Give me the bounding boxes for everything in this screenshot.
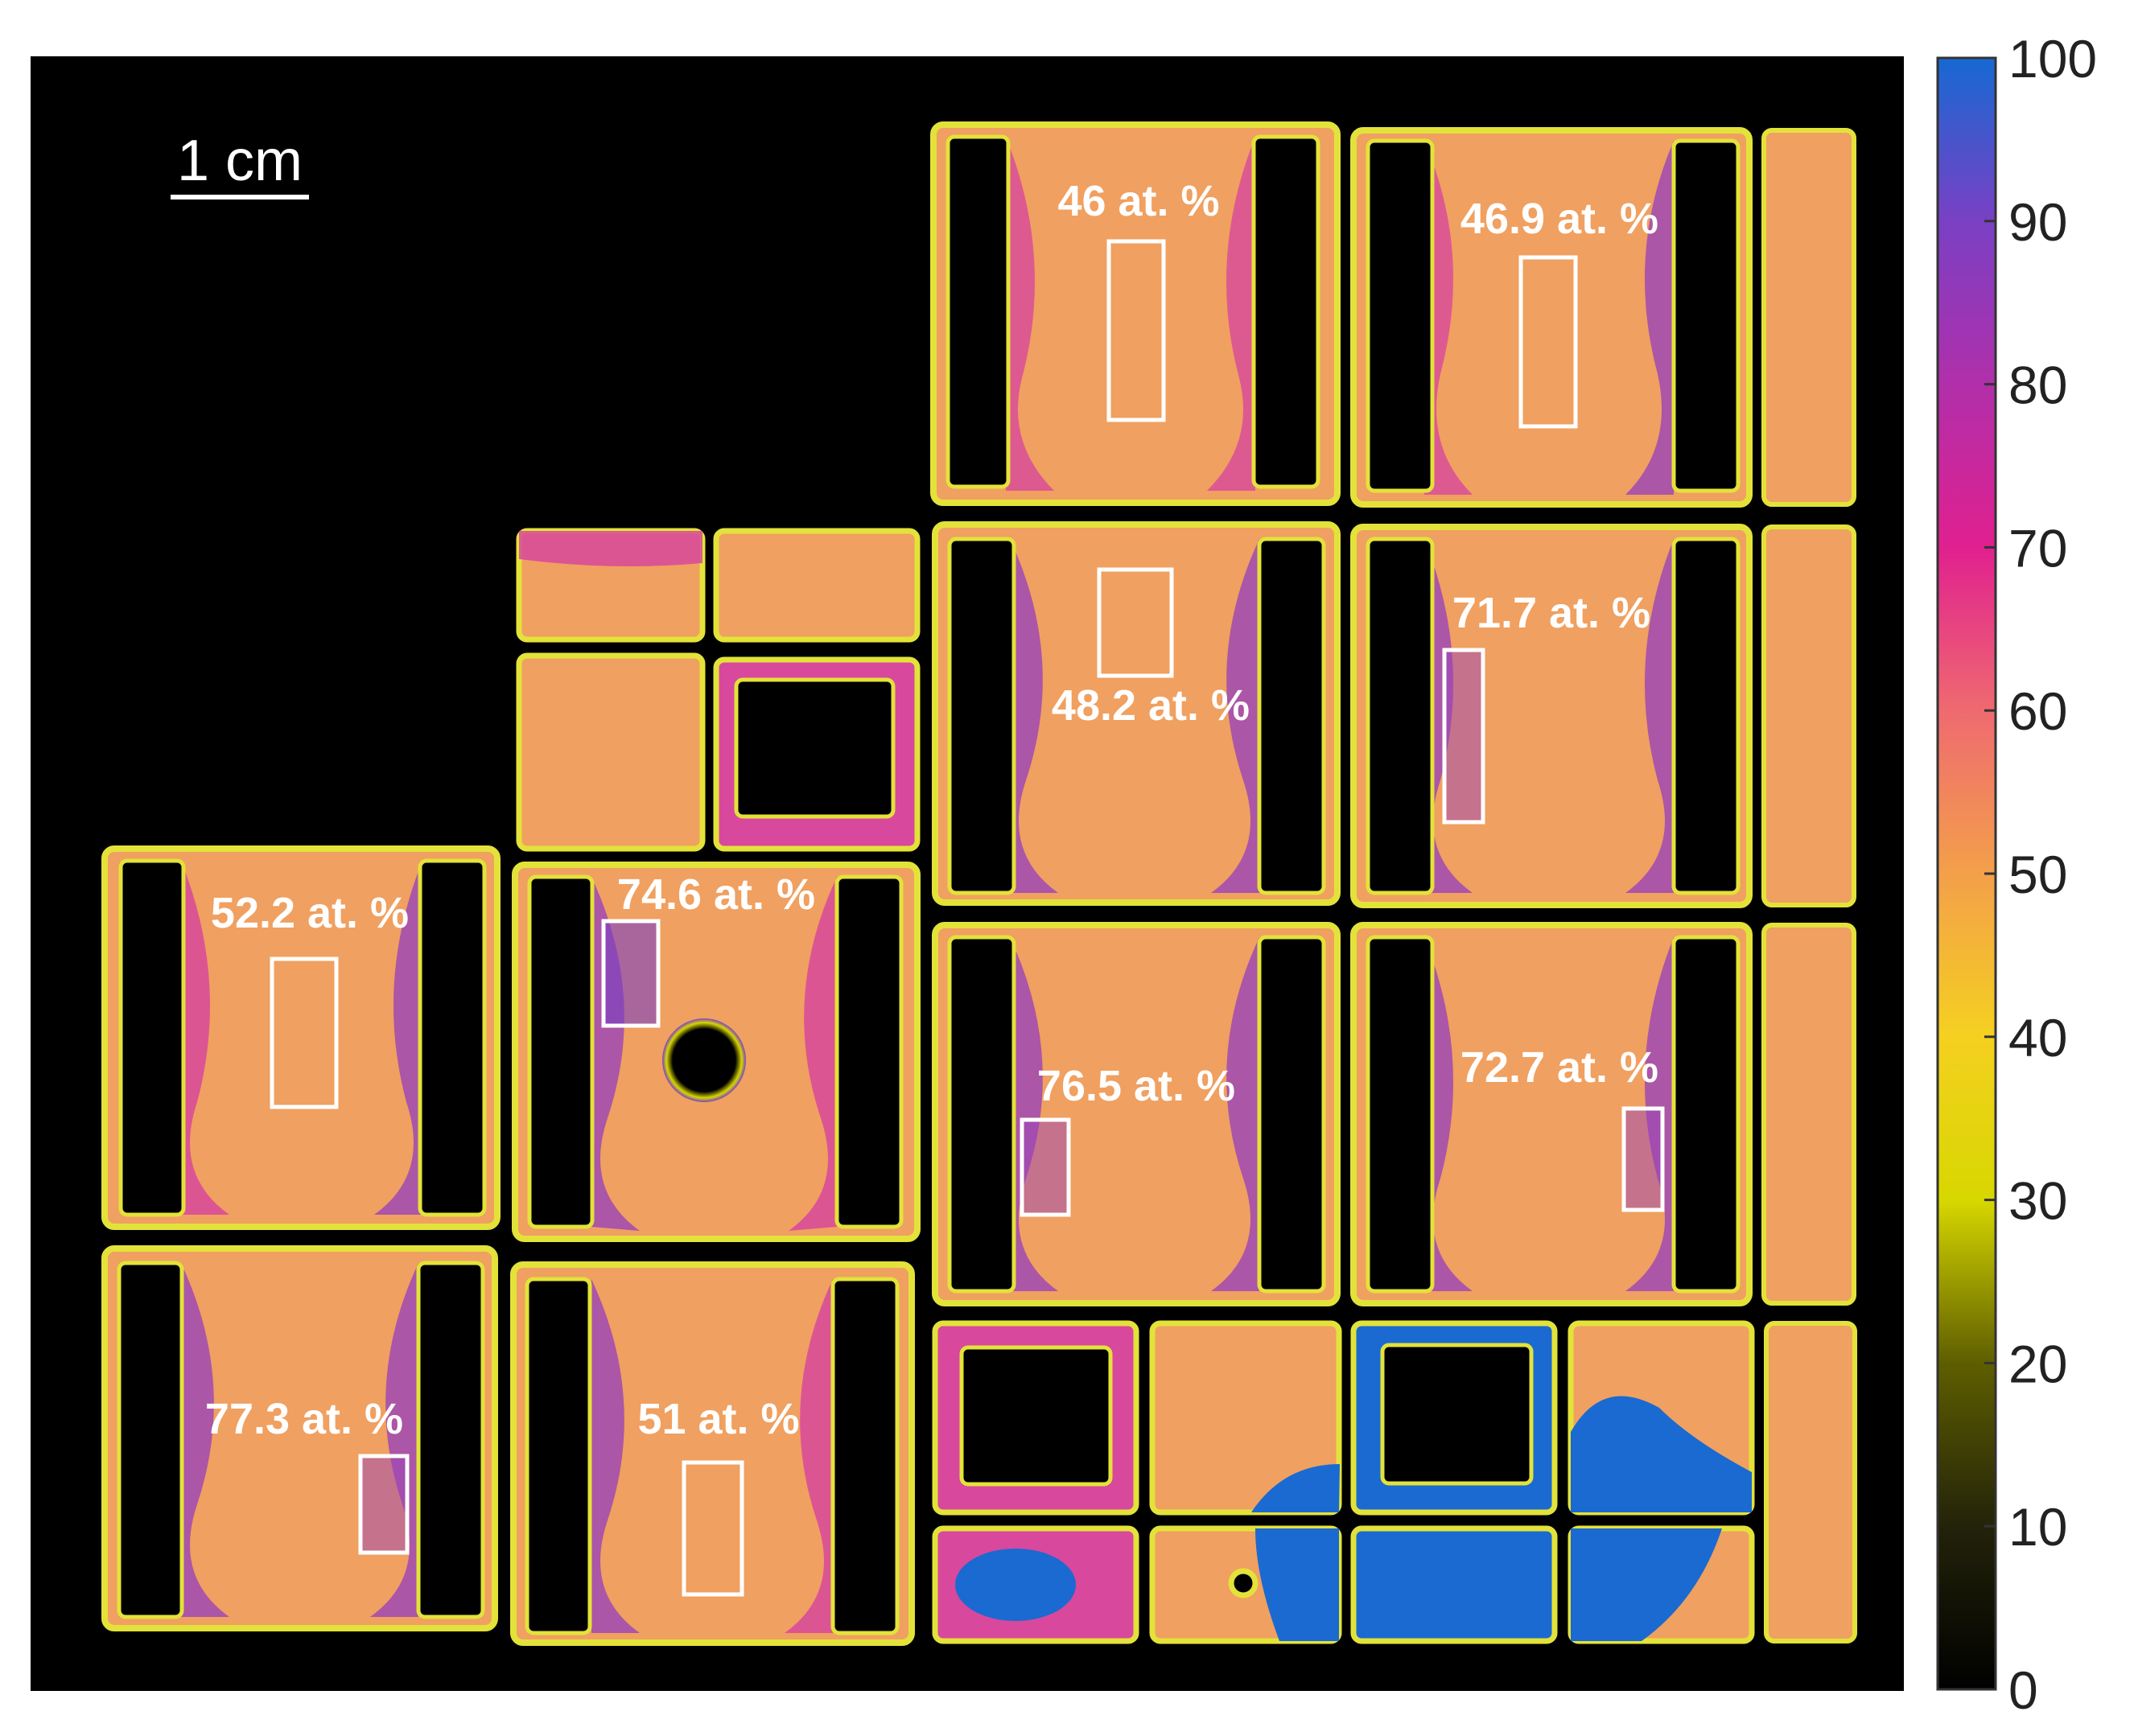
roi-box — [1518, 255, 1578, 429]
coupon-e — [932, 922, 1341, 1306]
label-8: 72.7 at. % — [1460, 1043, 1658, 1092]
colorbar-tick-label: 60 — [2008, 681, 2067, 741]
coupon-i — [101, 1245, 498, 1631]
colorbar-ticks: 0 10 20 30 40 50 60 70 80 90 100 — [1984, 29, 2097, 1720]
label-4: 71.7 at. % — [1452, 589, 1650, 637]
small-coupons-bottom-right — [932, 1320, 1857, 1644]
colorbar-tick-label: 80 — [2008, 356, 2067, 415]
coupon-a — [930, 121, 1341, 506]
coupon-d — [1350, 524, 1753, 908]
coupon-g — [101, 845, 501, 1230]
colorbar: 0 10 20 30 40 50 60 70 80 90 100 — [1936, 29, 2097, 1720]
label-5: 52.2 at. % — [211, 889, 409, 937]
small-coupons-middle — [516, 528, 921, 852]
label-1: 46 at. % — [1057, 177, 1219, 225]
coupon-f — [1350, 922, 1753, 1306]
roi-box — [1106, 239, 1166, 422]
coupon-b — [1350, 127, 1753, 508]
colorbar-tick-label: 50 — [2008, 845, 2067, 904]
roi-box — [1442, 648, 1485, 825]
strip-2 — [1761, 525, 1856, 907]
pore — [662, 1018, 746, 1102]
strip-1 — [1761, 128, 1856, 507]
label-10: 51 at. % — [637, 1395, 799, 1443]
label-6: 74.6 at. % — [617, 870, 815, 919]
label-9: 77.3 at. % — [205, 1395, 403, 1443]
colorbar-tick-label: 0 — [2008, 1660, 2038, 1720]
roi-box — [1020, 1117, 1071, 1217]
label-7: 76.5 at. % — [1037, 1062, 1235, 1110]
colorbar-tick-label: 70 — [2008, 518, 2067, 578]
colorbar-tick-label: 90 — [2008, 192, 2067, 252]
colorbar-tick-label: 100 — [2008, 29, 2097, 88]
label-2: 46.9 at. % — [1460, 195, 1658, 243]
strip-3 — [1761, 923, 1856, 1306]
scale-bar: 1 cm — [171, 129, 309, 200]
colorbar-tick-label: 20 — [2008, 1334, 2067, 1393]
coupon-h — [512, 862, 921, 1242]
roi-box — [358, 1454, 410, 1555]
colorbar-tick-label: 30 — [2008, 1171, 2067, 1231]
roi-box — [1621, 1106, 1665, 1212]
roi-box — [1097, 567, 1174, 678]
coupon-c — [932, 521, 1341, 906]
colorbar-tick-label: 10 — [2008, 1497, 2067, 1557]
roi-box — [601, 919, 661, 1028]
coupon-j — [510, 1261, 915, 1646]
label-3: 48.2 at. % — [1052, 681, 1250, 730]
colorbar-tick-label: 40 — [2008, 1008, 2067, 1068]
scale-bar-label: 1 cm — [177, 129, 303, 193]
roi-box — [682, 1460, 744, 1597]
scale-bar-line — [171, 195, 309, 200]
roi-box — [270, 956, 339, 1109]
